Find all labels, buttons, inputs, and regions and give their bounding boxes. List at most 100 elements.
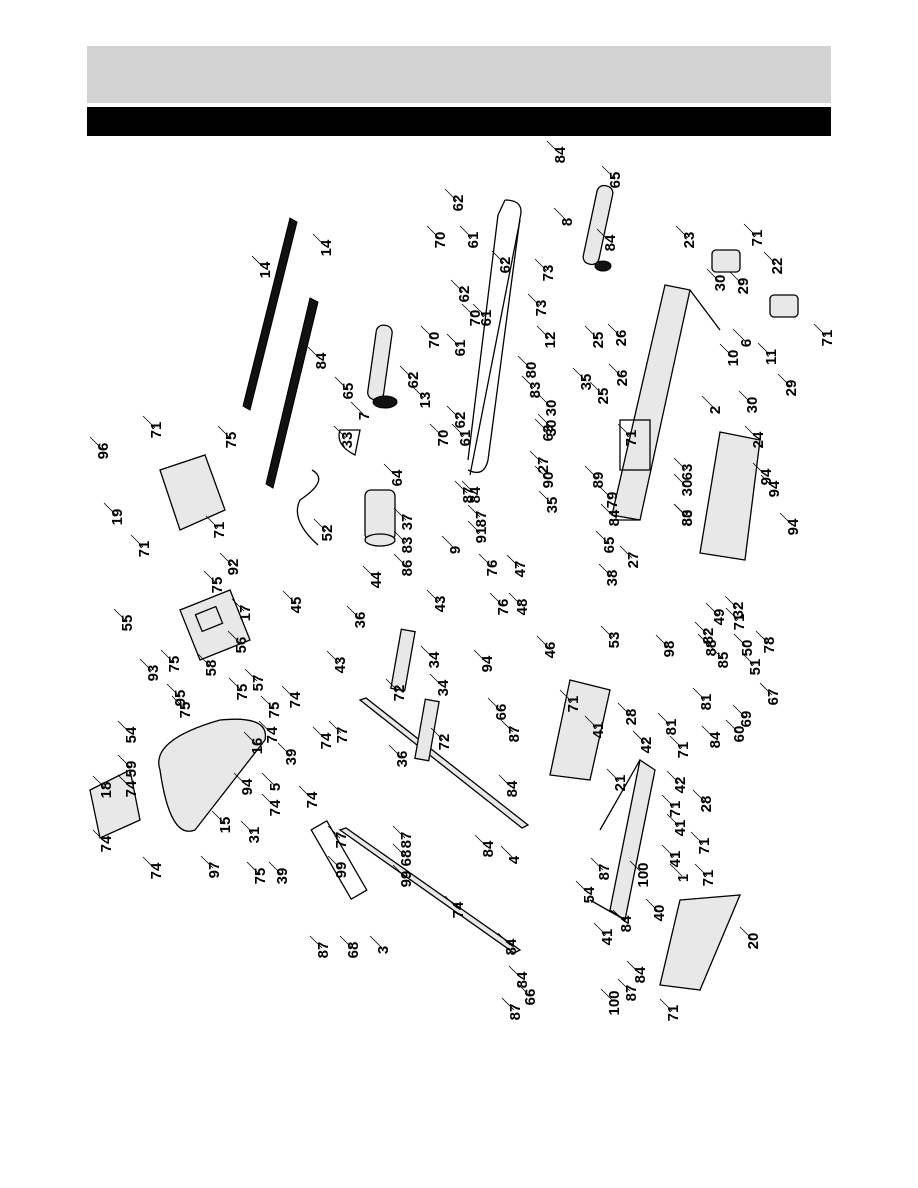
leader-76 xyxy=(478,553,492,567)
callout-76: 76 xyxy=(495,599,512,616)
leader-30 xyxy=(537,393,551,407)
leader-68 xyxy=(392,843,406,857)
callout-30: 30 xyxy=(744,397,761,414)
leader-46 xyxy=(536,635,550,649)
callout-62: 62 xyxy=(456,286,473,303)
callout-35: 35 xyxy=(578,374,595,391)
leader-88 xyxy=(697,633,711,647)
end-cap-parts xyxy=(711,249,799,318)
leader-30 xyxy=(706,268,720,282)
callout-84: 84 xyxy=(602,234,619,251)
callout-88: 88 xyxy=(703,640,720,657)
leader-69 xyxy=(732,704,746,718)
callout-75: 75 xyxy=(166,656,183,673)
callout-27: 27 xyxy=(625,552,642,569)
callout-34: 34 xyxy=(426,651,443,668)
leader-71 xyxy=(659,998,673,1012)
leader-86 xyxy=(393,553,407,567)
leader-42 xyxy=(666,770,680,784)
callout-48: 48 xyxy=(514,599,531,616)
leader-35 xyxy=(538,490,552,504)
callout-63: 63 xyxy=(679,464,696,481)
callout-84: 84 xyxy=(552,146,569,163)
callout-84: 84 xyxy=(707,731,724,748)
callout-30: 30 xyxy=(712,275,729,292)
callout-95: 95 xyxy=(172,690,189,707)
leader-74 xyxy=(258,720,272,734)
leader-63 xyxy=(673,457,687,471)
callout-70: 70 xyxy=(432,232,449,249)
callout-93: 93 xyxy=(145,665,162,682)
leader-68 xyxy=(339,935,353,949)
callout-77: 77 xyxy=(333,832,350,849)
crossbar-parts xyxy=(390,628,440,762)
leader-6 xyxy=(732,328,746,342)
callout-41: 41 xyxy=(667,851,684,868)
leader-48 xyxy=(508,592,522,606)
leader-34 xyxy=(420,645,434,659)
leader-18 xyxy=(92,775,106,789)
callout-77: 77 xyxy=(334,727,351,744)
callout-19: 19 xyxy=(109,509,126,526)
callout-75: 75 xyxy=(252,868,269,885)
motor-part xyxy=(364,489,396,547)
callout-84: 84 xyxy=(632,966,649,983)
callout-75: 75 xyxy=(177,702,194,719)
leader-87 xyxy=(454,480,468,494)
callout-44: 44 xyxy=(368,571,385,588)
callout-92: 92 xyxy=(225,559,242,576)
leader-66 xyxy=(516,982,530,996)
callout-96: 96 xyxy=(95,443,112,460)
callout-3: 3 xyxy=(375,946,392,954)
leader-87 xyxy=(617,978,631,992)
leader-41 xyxy=(666,813,680,827)
callout-90: 90 xyxy=(540,472,557,489)
callout-87: 87 xyxy=(398,832,415,849)
leader-1 xyxy=(669,863,683,877)
callout-37: 37 xyxy=(399,514,416,531)
callout-66: 66 xyxy=(493,704,510,721)
callout-10: 10 xyxy=(725,350,742,367)
leader-25 xyxy=(589,381,603,395)
cable-part xyxy=(296,469,320,546)
leader-74 xyxy=(312,726,326,740)
console-part xyxy=(89,718,267,839)
drive-belt-part xyxy=(338,429,361,456)
leader-84 xyxy=(546,140,560,154)
leader-83 xyxy=(521,375,535,389)
callout-71: 71 xyxy=(675,742,692,759)
leader-78 xyxy=(755,630,769,644)
leader-71 xyxy=(205,515,219,529)
callout-94: 94 xyxy=(479,655,496,672)
callout-94: 94 xyxy=(758,468,775,485)
leader-2 xyxy=(701,395,715,409)
leader-26 xyxy=(607,323,621,337)
callout-82: 82 xyxy=(700,628,717,645)
callout-84: 84 xyxy=(606,509,623,526)
callout-61: 61 xyxy=(478,310,495,327)
callout-30: 30 xyxy=(543,420,560,437)
callout-72: 72 xyxy=(436,734,453,751)
leader-17 xyxy=(231,598,245,612)
callout-83: 83 xyxy=(527,382,544,399)
leader-36 xyxy=(388,744,402,758)
callout-39: 39 xyxy=(283,749,300,766)
leader-75 xyxy=(160,649,174,663)
leader-87 xyxy=(501,997,515,1011)
callout-54: 54 xyxy=(581,886,598,903)
leader-71 xyxy=(813,323,827,337)
leader-53 xyxy=(600,625,614,639)
leader-87 xyxy=(309,935,323,949)
callout-71: 71 xyxy=(136,541,153,558)
callout-32: 32 xyxy=(730,602,747,619)
leader-83 xyxy=(393,530,407,544)
leader-26 xyxy=(608,363,622,377)
callout-58: 58 xyxy=(203,660,220,677)
callout-65: 65 xyxy=(601,537,618,554)
callout-30: 30 xyxy=(679,480,696,497)
leader-65 xyxy=(334,376,348,390)
callout-68: 68 xyxy=(398,850,415,867)
callout-87: 87 xyxy=(460,487,477,504)
callout-21: 21 xyxy=(612,775,629,792)
leader-71 xyxy=(690,831,704,845)
